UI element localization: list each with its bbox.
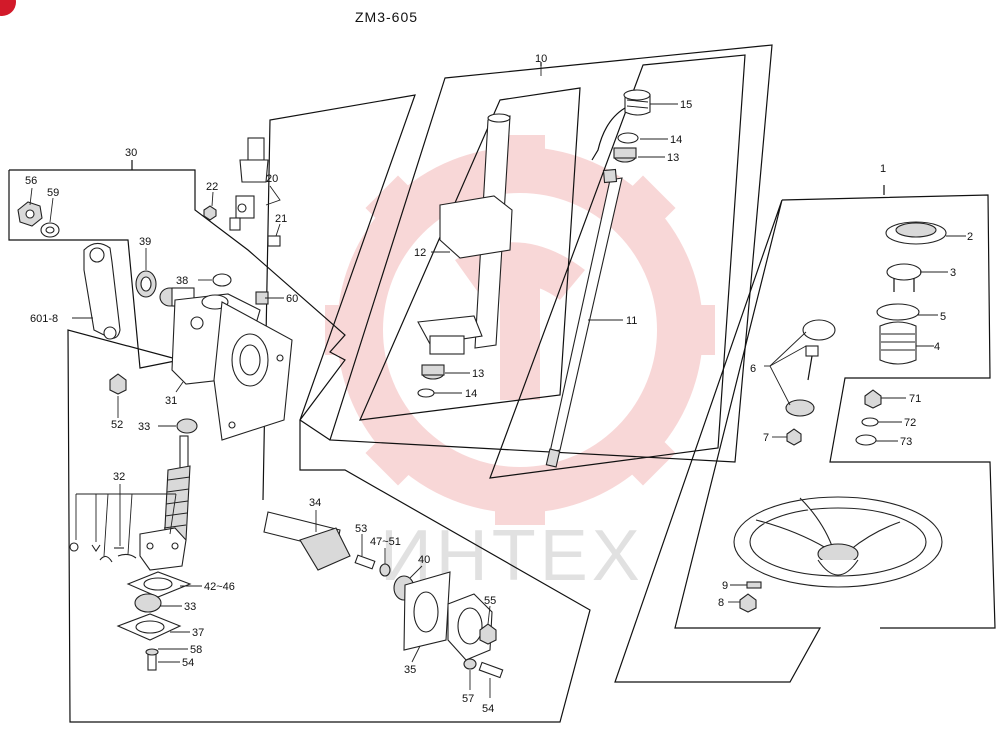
part-washer-57	[463, 658, 477, 670]
label-38: 38	[176, 275, 188, 287]
part-bearing-38	[212, 273, 232, 287]
label-14a: 14	[670, 134, 682, 146]
callout-labels: 1 2 3 4 5 6 7 8 9 10 11 12 13 13 14 14 1…	[25, 53, 973, 715]
label-2: 2	[967, 231, 973, 243]
label-11: 11	[626, 315, 637, 327]
label-73: 73	[900, 436, 912, 448]
part-washer-47	[379, 563, 391, 577]
part-spring-4	[879, 321, 917, 365]
label-8: 8	[718, 597, 724, 609]
part-small-balls	[69, 542, 137, 563]
label-54b: 54	[482, 703, 494, 715]
label-58: 58	[190, 644, 202, 656]
label-9: 9	[722, 580, 728, 592]
part-gasket-35	[403, 571, 451, 651]
part-seal-39	[135, 270, 157, 298]
watermark-gear-icon	[325, 135, 715, 525]
part-contact-plate-3	[886, 263, 922, 292]
label-47-51: 47~51	[370, 536, 401, 548]
part-bolt-54b	[478, 661, 504, 679]
part-nut-56	[17, 201, 43, 227]
label-52: 52	[111, 419, 123, 431]
label-20: 20	[266, 173, 278, 185]
label-72: 72	[904, 417, 916, 429]
part-column-tube-12	[417, 113, 513, 355]
part-universal-joint-20	[229, 137, 281, 247]
label-7: 7	[763, 432, 769, 444]
part-side-cover	[213, 301, 293, 441]
label-6: 6	[750, 363, 756, 375]
part-snap-ring-5	[876, 303, 920, 321]
label-35: 35	[404, 664, 416, 676]
label-59: 59	[47, 187, 59, 199]
group-10-frame	[262, 44, 773, 501]
label-33a: 33	[138, 421, 150, 433]
part-end-cover	[447, 593, 493, 661]
label-13a: 13	[667, 152, 679, 164]
group-1-frame	[614, 185, 996, 683]
label-71: 71	[909, 393, 921, 405]
part-bolt-53	[354, 554, 376, 570]
label-34: 34	[309, 497, 321, 509]
part-cover-37	[116, 613, 182, 641]
label-3: 3	[950, 267, 956, 279]
part-washer-14a	[617, 132, 639, 144]
part-nut-7	[786, 428, 802, 446]
label-12: 12	[414, 247, 426, 259]
part-sector-shaft-34	[263, 511, 351, 571]
leader-lines	[29, 66, 966, 698]
label-53: 53	[355, 523, 367, 535]
label-601-8: 601-8	[30, 313, 58, 325]
label-32: 32	[113, 471, 125, 483]
label-37: 37	[192, 627, 204, 639]
part-washer-73	[855, 434, 877, 446]
label-54a: 54	[182, 657, 194, 669]
label-14b: 14	[465, 388, 477, 400]
part-bushing-13a	[613, 147, 637, 163]
part-pitman-arm-601	[83, 242, 121, 340]
label-40: 40	[418, 554, 430, 566]
label-33b: 33	[184, 601, 196, 613]
part-washer-9	[746, 581, 762, 589]
part-bushing-13b	[421, 364, 445, 380]
part-washer-59	[40, 222, 60, 238]
label-22: 22	[206, 181, 218, 193]
label-13b: 13	[472, 368, 484, 380]
label-15: 15	[680, 99, 692, 111]
part-steering-wheel-1	[733, 496, 943, 588]
corner-badge-icon	[0, 0, 16, 16]
part-seal-33a	[176, 418, 198, 434]
label-57: 57	[462, 693, 474, 705]
part-gasket-42	[126, 571, 192, 598]
part-spring-15	[591, 89, 651, 161]
label-60: 60	[286, 293, 298, 305]
label-4: 4	[934, 341, 940, 353]
part-horn-button-6	[785, 319, 836, 417]
group-30-frame	[8, 160, 591, 723]
label-21: 21	[275, 213, 287, 225]
label-5: 5	[940, 311, 946, 323]
part-washer-14b	[417, 388, 435, 398]
part-nut-22	[203, 205, 217, 221]
label-1: 1	[880, 163, 886, 175]
part-nut-8	[739, 593, 757, 613]
label-56: 56	[25, 175, 37, 187]
part-nut-71	[864, 389, 882, 409]
part-nut-52	[109, 373, 127, 395]
part-washer-72	[861, 417, 879, 427]
label-39: 39	[139, 236, 151, 248]
label-55: 55	[484, 595, 496, 607]
label-31: 31	[165, 395, 177, 407]
label-42-46: 42~46	[204, 581, 235, 593]
diagram-title: ZM3-605	[355, 9, 418, 25]
label-30: 30	[125, 147, 137, 159]
label-10: 10	[535, 53, 547, 65]
part-bolt-54a	[145, 648, 159, 671]
part-steering-shaft-11	[545, 168, 623, 468]
part-seal-33b	[134, 593, 162, 613]
part-horn-ring-2	[885, 221, 947, 245]
part-ball-nut-32	[139, 527, 187, 571]
